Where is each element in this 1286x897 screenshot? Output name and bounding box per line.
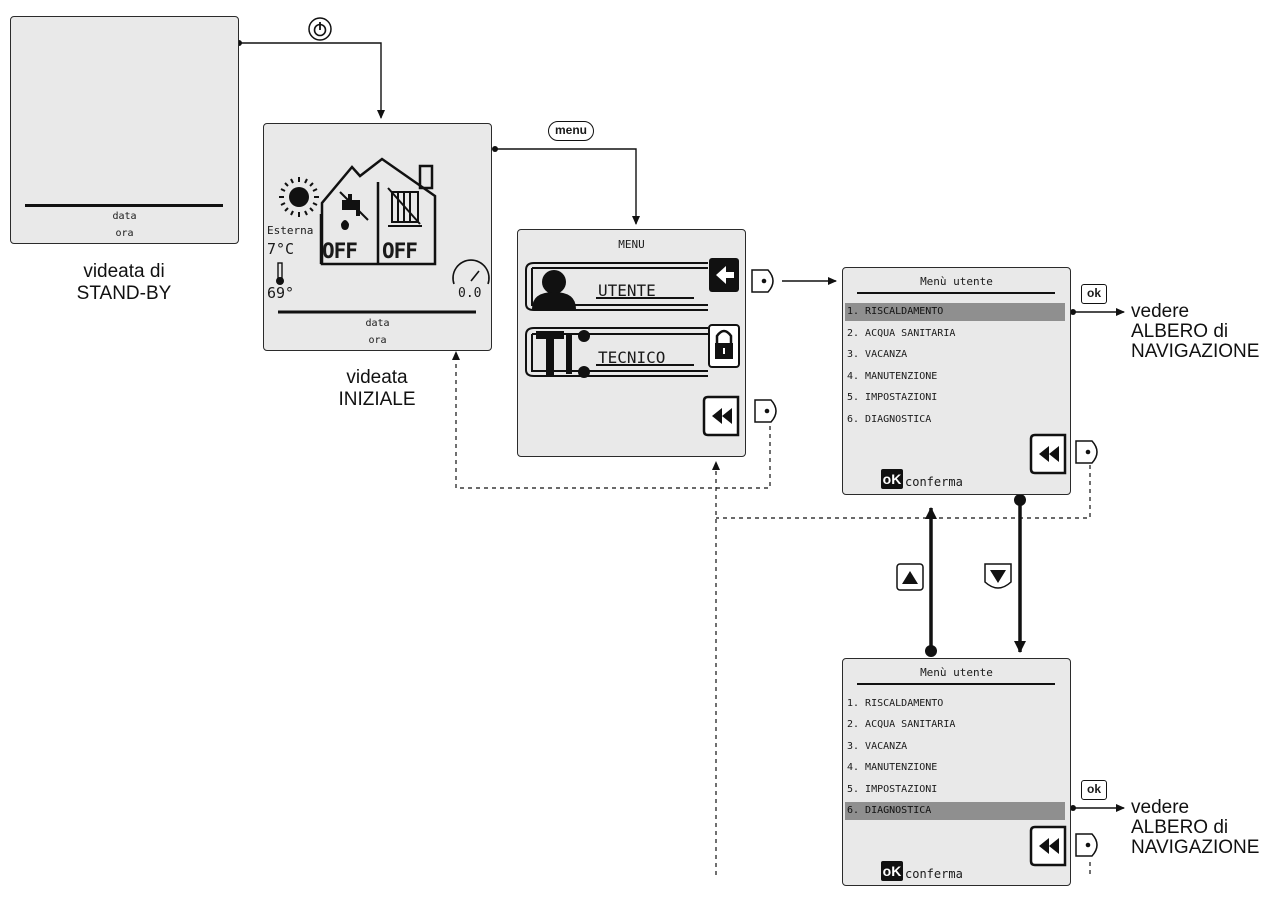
- technician-option-frame: [525, 327, 708, 377]
- menu-item-impostazioni[interactable]: 5. IMPOSTAZIONI: [847, 392, 938, 403]
- ok-key: ok: [1081, 780, 1107, 800]
- initial-screen-graphics: [276, 157, 490, 314]
- thermometer-icon: [276, 262, 284, 285]
- menu-item-diagnostica[interactable]: 6. DIAGNOSTICA: [845, 802, 1065, 820]
- power-button-icon: [308, 17, 332, 41]
- ok-badge: oK: [881, 861, 903, 881]
- pressure-gauge-icon: [452, 259, 490, 285]
- menu-item-impostazioni[interactable]: 5. IMPOSTAZIONI: [847, 784, 938, 795]
- see-navigation-tree-note: vedere ALBERO di NAVIGAZIONE: [1131, 798, 1259, 858]
- user-menu-title: Menù utente: [920, 666, 993, 679]
- user-menu-screen-1: Menù utente 1. RISCALDAMENTO 2. ACQUA SA…: [842, 267, 1071, 495]
- user-menu-title: Menù utente: [920, 275, 993, 288]
- menu-item-riscaldamento[interactable]: 1. RISCALDAMENTO: [845, 303, 1065, 321]
- tap-crossed-icon: [339, 191, 369, 230]
- sun-icon: [279, 177, 319, 217]
- dhw-state: OFF: [322, 239, 358, 263]
- confirm-label: conferma: [905, 867, 963, 881]
- pressure-value: 0.0: [458, 286, 482, 301]
- radiator-crossed-icon: [387, 187, 422, 227]
- ok-badge: oK: [881, 469, 903, 489]
- date-label: data: [112, 211, 137, 222]
- standby-caption: videata di STAND-BY: [62, 261, 186, 305]
- caption-line: INIZIALE: [338, 389, 416, 410]
- arrow-left-icon: [709, 258, 739, 292]
- initial-screen: Esterna 7°C 69° OFF OFF 0.0 data ora: [263, 123, 492, 351]
- time-label: ora: [368, 335, 387, 346]
- menu-item-diagnostica[interactable]: 6. DIAGNOSTICA: [847, 414, 932, 425]
- menu-screen-graphics: [525, 258, 740, 437]
- initial-caption: videata INIZIALE: [322, 367, 432, 411]
- menu-item-acqua-sanitaria[interactable]: 2. ACQUA SANITARIA: [847, 719, 956, 730]
- water-temperature: 69°: [267, 284, 295, 302]
- ok-key-label: ok: [1086, 286, 1101, 300]
- title-underline: [857, 683, 1055, 685]
- menu-item-riscaldamento[interactable]: 1. RISCALDAMENTO: [847, 698, 944, 709]
- note-line: NAVIGAZIONE: [1131, 341, 1260, 362]
- lock-icon: [708, 324, 740, 368]
- user-option-frame: [525, 262, 708, 311]
- user-menu-screen-2: Menù utente 1. RISCALDAMENTO 2. ACQUA SA…: [842, 658, 1071, 886]
- standby-screen: data ora: [10, 16, 239, 244]
- caption-line: videata di: [83, 261, 165, 282]
- menu-key: menu: [548, 121, 594, 141]
- outdoor-label: Esterna: [267, 224, 314, 237]
- back-key-icon: [751, 269, 774, 293]
- menu-title: MENU: [618, 238, 645, 251]
- tools-icon: [536, 330, 590, 378]
- menu-user-label[interactable]: UTENTE: [598, 281, 656, 300]
- note-line: ALBERO di: [1131, 817, 1229, 838]
- note-line: vedere: [1131, 301, 1190, 322]
- back-key-icon: [1075, 833, 1098, 857]
- rewind-icon[interactable]: [1029, 433, 1069, 477]
- outdoor-temperature: 7°C: [267, 240, 295, 258]
- menu-key-label: menu: [554, 123, 587, 137]
- ok-key-label: ok: [1086, 782, 1101, 796]
- caption-line: videata: [346, 367, 408, 388]
- divider: [25, 204, 223, 207]
- up-arrow-key-icon: [896, 563, 924, 591]
- house-icon: [319, 157, 437, 266]
- rewind-icon: [702, 395, 740, 437]
- note-line: vedere: [1131, 797, 1190, 818]
- caption-line: STAND-BY: [76, 283, 172, 304]
- time-label: ora: [115, 228, 134, 239]
- menu-item-acqua-sanitaria[interactable]: 2. ACQUA SANITARIA: [847, 328, 956, 339]
- back-key-icon: [754, 399, 777, 423]
- heating-state: OFF: [382, 239, 418, 263]
- back-key-icon: [1075, 440, 1098, 464]
- menu-item-vacanza[interactable]: 3. VACANZA: [847, 349, 908, 360]
- down-arrow-key-icon: [984, 563, 1012, 589]
- confirm-label: conferma: [905, 475, 963, 489]
- see-navigation-tree-note: vedere ALBERO di NAVIGAZIONE: [1131, 302, 1259, 362]
- ok-key: ok: [1081, 284, 1107, 304]
- menu-item-vacanza[interactable]: 3. VACANZA: [847, 741, 908, 752]
- date-label: data: [365, 318, 390, 329]
- menu-item-manutenzione[interactable]: 4. MANUTENZIONE: [847, 371, 938, 382]
- menu-item-manutenzione[interactable]: 4. MANUTENZIONE: [847, 762, 938, 773]
- rewind-icon[interactable]: [1029, 825, 1069, 869]
- note-line: ALBERO di: [1131, 321, 1229, 342]
- menu-technician-label[interactable]: TECNICO: [598, 348, 666, 367]
- title-underline: [857, 292, 1055, 294]
- note-line: NAVIGAZIONE: [1131, 837, 1260, 858]
- user-avatar-icon: [532, 270, 576, 309]
- menu-screen: MENU: [517, 229, 746, 457]
